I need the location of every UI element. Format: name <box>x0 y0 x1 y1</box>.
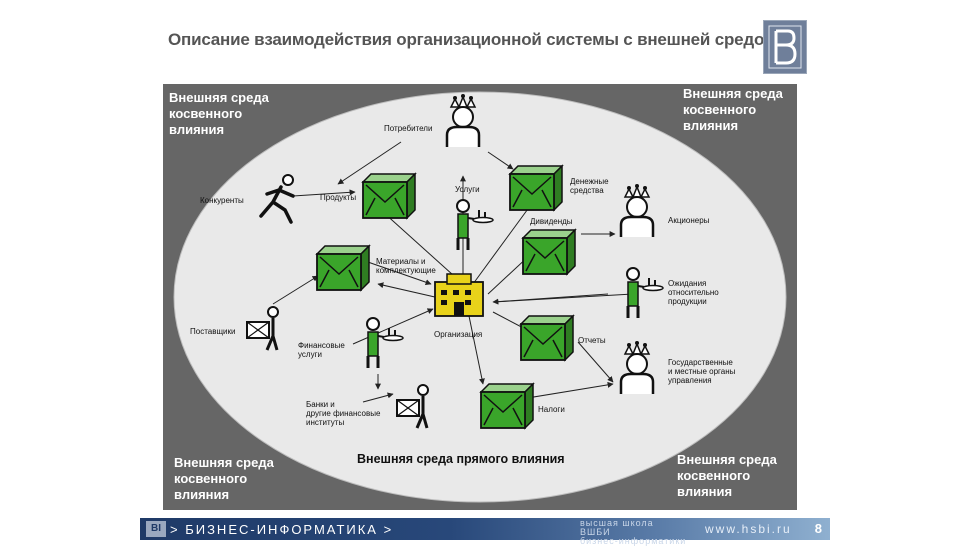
footer-brand: > БИЗНЕС-ИНФОРМАТИКА > <box>170 522 394 537</box>
label-services: Услуги <box>455 185 480 194</box>
materials-box-icon <box>316 245 370 291</box>
interaction-diagram <box>173 91 787 503</box>
label-dividends: Дивиденды <box>530 217 573 226</box>
label-materials: Материалы и комплектующие <box>376 257 436 275</box>
direct-environment-label: Внешняя среда прямого влияния <box>357 452 565 466</box>
dividends-box-icon <box>522 229 576 275</box>
label-money: Денежные средства <box>570 177 609 195</box>
hse-logo <box>763 20 807 74</box>
label-products: Продукты <box>320 193 357 202</box>
taxes-box-icon <box>480 383 534 429</box>
products-box-icon <box>362 173 416 219</box>
bi-logo: BI <box>146 521 166 537</box>
footer-bar: BI > БИЗНЕС-ИНФОРМАТИКА > высшая школа В… <box>140 518 830 546</box>
footer-school: высшая школа ВШБИ бизнес-информатики <box>580 518 687 546</box>
label-fin-services: Финансовые услуги <box>298 341 345 359</box>
label-gov: Государственные и местные органы управле… <box>668 358 736 385</box>
money-box-icon <box>509 165 563 211</box>
corner-top-right-label: Внешняя среда косвенного влияния <box>683 86 783 133</box>
competitor-runner-icon <box>259 174 295 224</box>
corner-top-left-label: Внешняя среда косвенного влияния <box>169 90 269 137</box>
page-number: 8 <box>814 521 822 536</box>
organization-building-icon <box>434 273 484 317</box>
label-organization: Организация <box>434 330 483 339</box>
label-shareholders: Акционеры <box>668 216 710 225</box>
label-expectations: Ожидания относительно продукции <box>668 279 719 306</box>
label-consumers: Потребители <box>384 124 433 133</box>
page-title: Описание взаимодействия организационной … <box>168 30 775 49</box>
footer-url[interactable]: www.hsbi.ru <box>705 522 792 536</box>
label-banks: Банки и другие финансовые институты <box>306 400 381 427</box>
label-reports: Отчеты <box>578 336 606 345</box>
corner-bottom-right-label: Внешняя среда косвенного влияния <box>677 452 777 499</box>
corner-bottom-left-label: Внешняя среда косвенного влияния <box>174 455 274 502</box>
label-suppliers: Поставщики <box>190 327 236 336</box>
label-competitors: Конкуренты <box>200 196 244 205</box>
label-taxes: Налоги <box>538 405 565 414</box>
reports-box-icon <box>520 315 574 361</box>
